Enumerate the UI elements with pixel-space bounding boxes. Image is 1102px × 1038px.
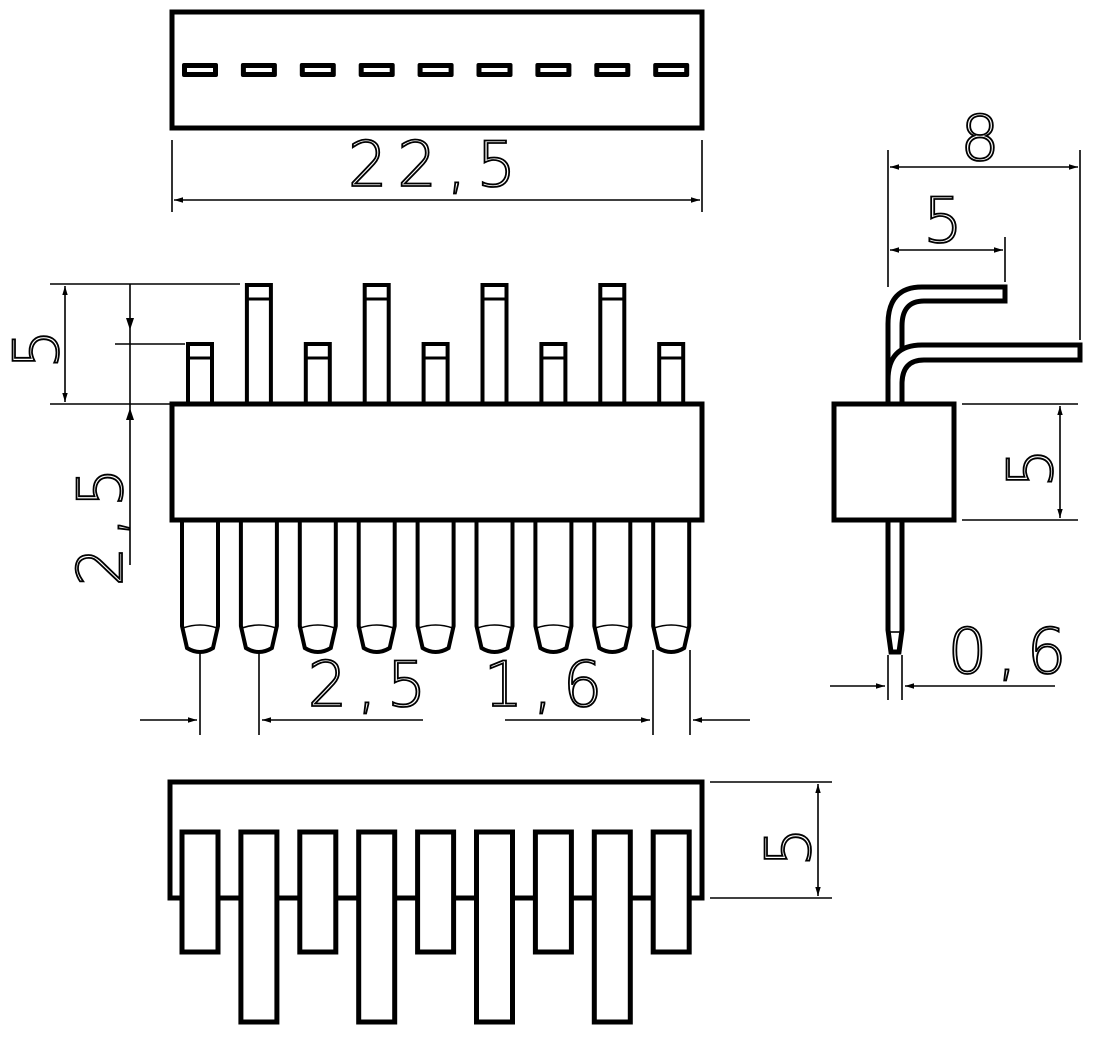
- front-upper-pins: [186, 283, 686, 406]
- upper-pin-shaft: [421, 342, 450, 406]
- label-side-total-depth: 8: [960, 102, 1009, 175]
- top-view-slot: [240, 63, 277, 77]
- front-lower-pin: [533, 518, 574, 654]
- front-lower-pin: [474, 518, 515, 654]
- lower-pin-shaft: [415, 518, 456, 654]
- label-overall-width: 22,5: [348, 128, 526, 201]
- arrowhead: [126, 408, 134, 420]
- slot-core: [540, 68, 567, 72]
- lower-pin-shaft: [474, 518, 515, 654]
- top-view-slot: [594, 63, 631, 77]
- bottom-view-pin: [532, 829, 574, 955]
- upper-pin-shaft: [657, 342, 686, 406]
- front-upper-pin: [303, 342, 332, 406]
- lower-pin-shaft: [238, 518, 279, 654]
- lower-pin-tip-line: [359, 624, 394, 629]
- upper-pin-shaft: [186, 342, 214, 406]
- slot-core: [187, 68, 213, 72]
- front-upper-pin: [480, 283, 509, 406]
- label-pin-tail: 1,6: [484, 648, 613, 721]
- lower-pin-tip-line: [653, 624, 689, 629]
- bottom-view-pin: [650, 829, 692, 955]
- slot-core: [658, 68, 685, 72]
- top-view-slot: [653, 63, 690, 77]
- front-lower-pin: [238, 518, 279, 654]
- label-pin-length-top: 5: [0, 319, 73, 368]
- lower-pin-shaft: [356, 518, 397, 654]
- front-lower-pin: [651, 518, 692, 654]
- bottom-view-pin: [238, 829, 280, 1025]
- lower-pin-shaft: [533, 518, 574, 654]
- lower-pin-tip-line: [536, 624, 571, 629]
- side-view-body: [831, 401, 957, 523]
- front-upper-pin: [362, 283, 391, 406]
- lower-pin-shaft: [592, 518, 633, 654]
- bottom-view-pin: [179, 829, 221, 955]
- lower-pin-tip-line: [182, 624, 218, 629]
- lower-pin-shaft: [651, 518, 692, 654]
- front-lower-pin: [180, 518, 220, 654]
- label-bottom-height: 5: [752, 817, 825, 866]
- front-lower-pin: [297, 518, 338, 654]
- bottom-view: 5: [167, 779, 832, 1025]
- bottom-view-pin: [297, 829, 339, 955]
- lower-pin-tip-line: [300, 624, 336, 629]
- label-pin-thickness: 0,6: [948, 615, 1077, 688]
- bottom-view-pin: [591, 829, 633, 1025]
- front-lower-pins: [180, 518, 692, 654]
- upper-pin-shaft: [480, 283, 509, 406]
- slot-core: [422, 68, 449, 72]
- front-upper-pin: [244, 283, 273, 406]
- upper-pin-shaft: [362, 283, 391, 406]
- front-upper-pin: [657, 342, 686, 406]
- label-side-bend-depth: 5: [923, 184, 972, 257]
- slot-core: [245, 68, 272, 72]
- label-pin-pitch: 2,5: [308, 648, 437, 721]
- bottom-view-pin: [415, 829, 457, 955]
- bottom-view-pin: [356, 829, 398, 1025]
- slot-core: [481, 68, 508, 72]
- slot-core: [599, 68, 626, 72]
- lower-pin-tip-line: [241, 624, 277, 629]
- side-view: 8 5 5 0,6: [830, 101, 1083, 700]
- front-view-body: [169, 401, 705, 523]
- top-view-slot: [358, 63, 395, 77]
- front-view: 5 2,5 2,5 1,6: [0, 283, 750, 735]
- lower-pin-tip-line: [595, 624, 630, 629]
- upper-pin-shaft: [303, 342, 332, 406]
- front-upper-pin: [598, 283, 627, 406]
- top-view-slot: [535, 63, 572, 77]
- top-view-slot: [182, 63, 218, 77]
- top-view-slot: [476, 63, 513, 77]
- slot-core: [363, 68, 390, 72]
- front-lower-pin: [356, 518, 397, 654]
- bottom-view-pins: [179, 829, 692, 1025]
- front-upper-pin: [421, 342, 450, 406]
- label-body-height: 2,5: [64, 458, 137, 587]
- slot-core: [304, 68, 331, 72]
- top-view-slot: [299, 63, 336, 77]
- side-lower-pin: [885, 342, 1083, 407]
- lower-pin-shaft: [180, 518, 220, 654]
- bottom-view-pin: [474, 829, 515, 1025]
- upper-pin-shaft: [244, 283, 273, 406]
- upper-pin-shaft: [539, 342, 568, 406]
- top-view-slots: [182, 63, 690, 77]
- front-lower-pin: [415, 518, 456, 654]
- top-view: 22,5: [169, 9, 705, 212]
- label-side-body-height: 5: [994, 438, 1067, 487]
- front-upper-pin: [186, 342, 214, 406]
- upper-pin-shaft: [598, 283, 627, 406]
- lower-pin-tip-line: [477, 624, 512, 629]
- front-upper-pin: [539, 342, 568, 406]
- top-view-slot: [417, 63, 454, 77]
- arrowhead: [126, 318, 134, 330]
- front-lower-pin: [592, 518, 633, 654]
- lower-pin-shaft: [297, 518, 338, 654]
- lower-pin-tip-line: [418, 624, 453, 629]
